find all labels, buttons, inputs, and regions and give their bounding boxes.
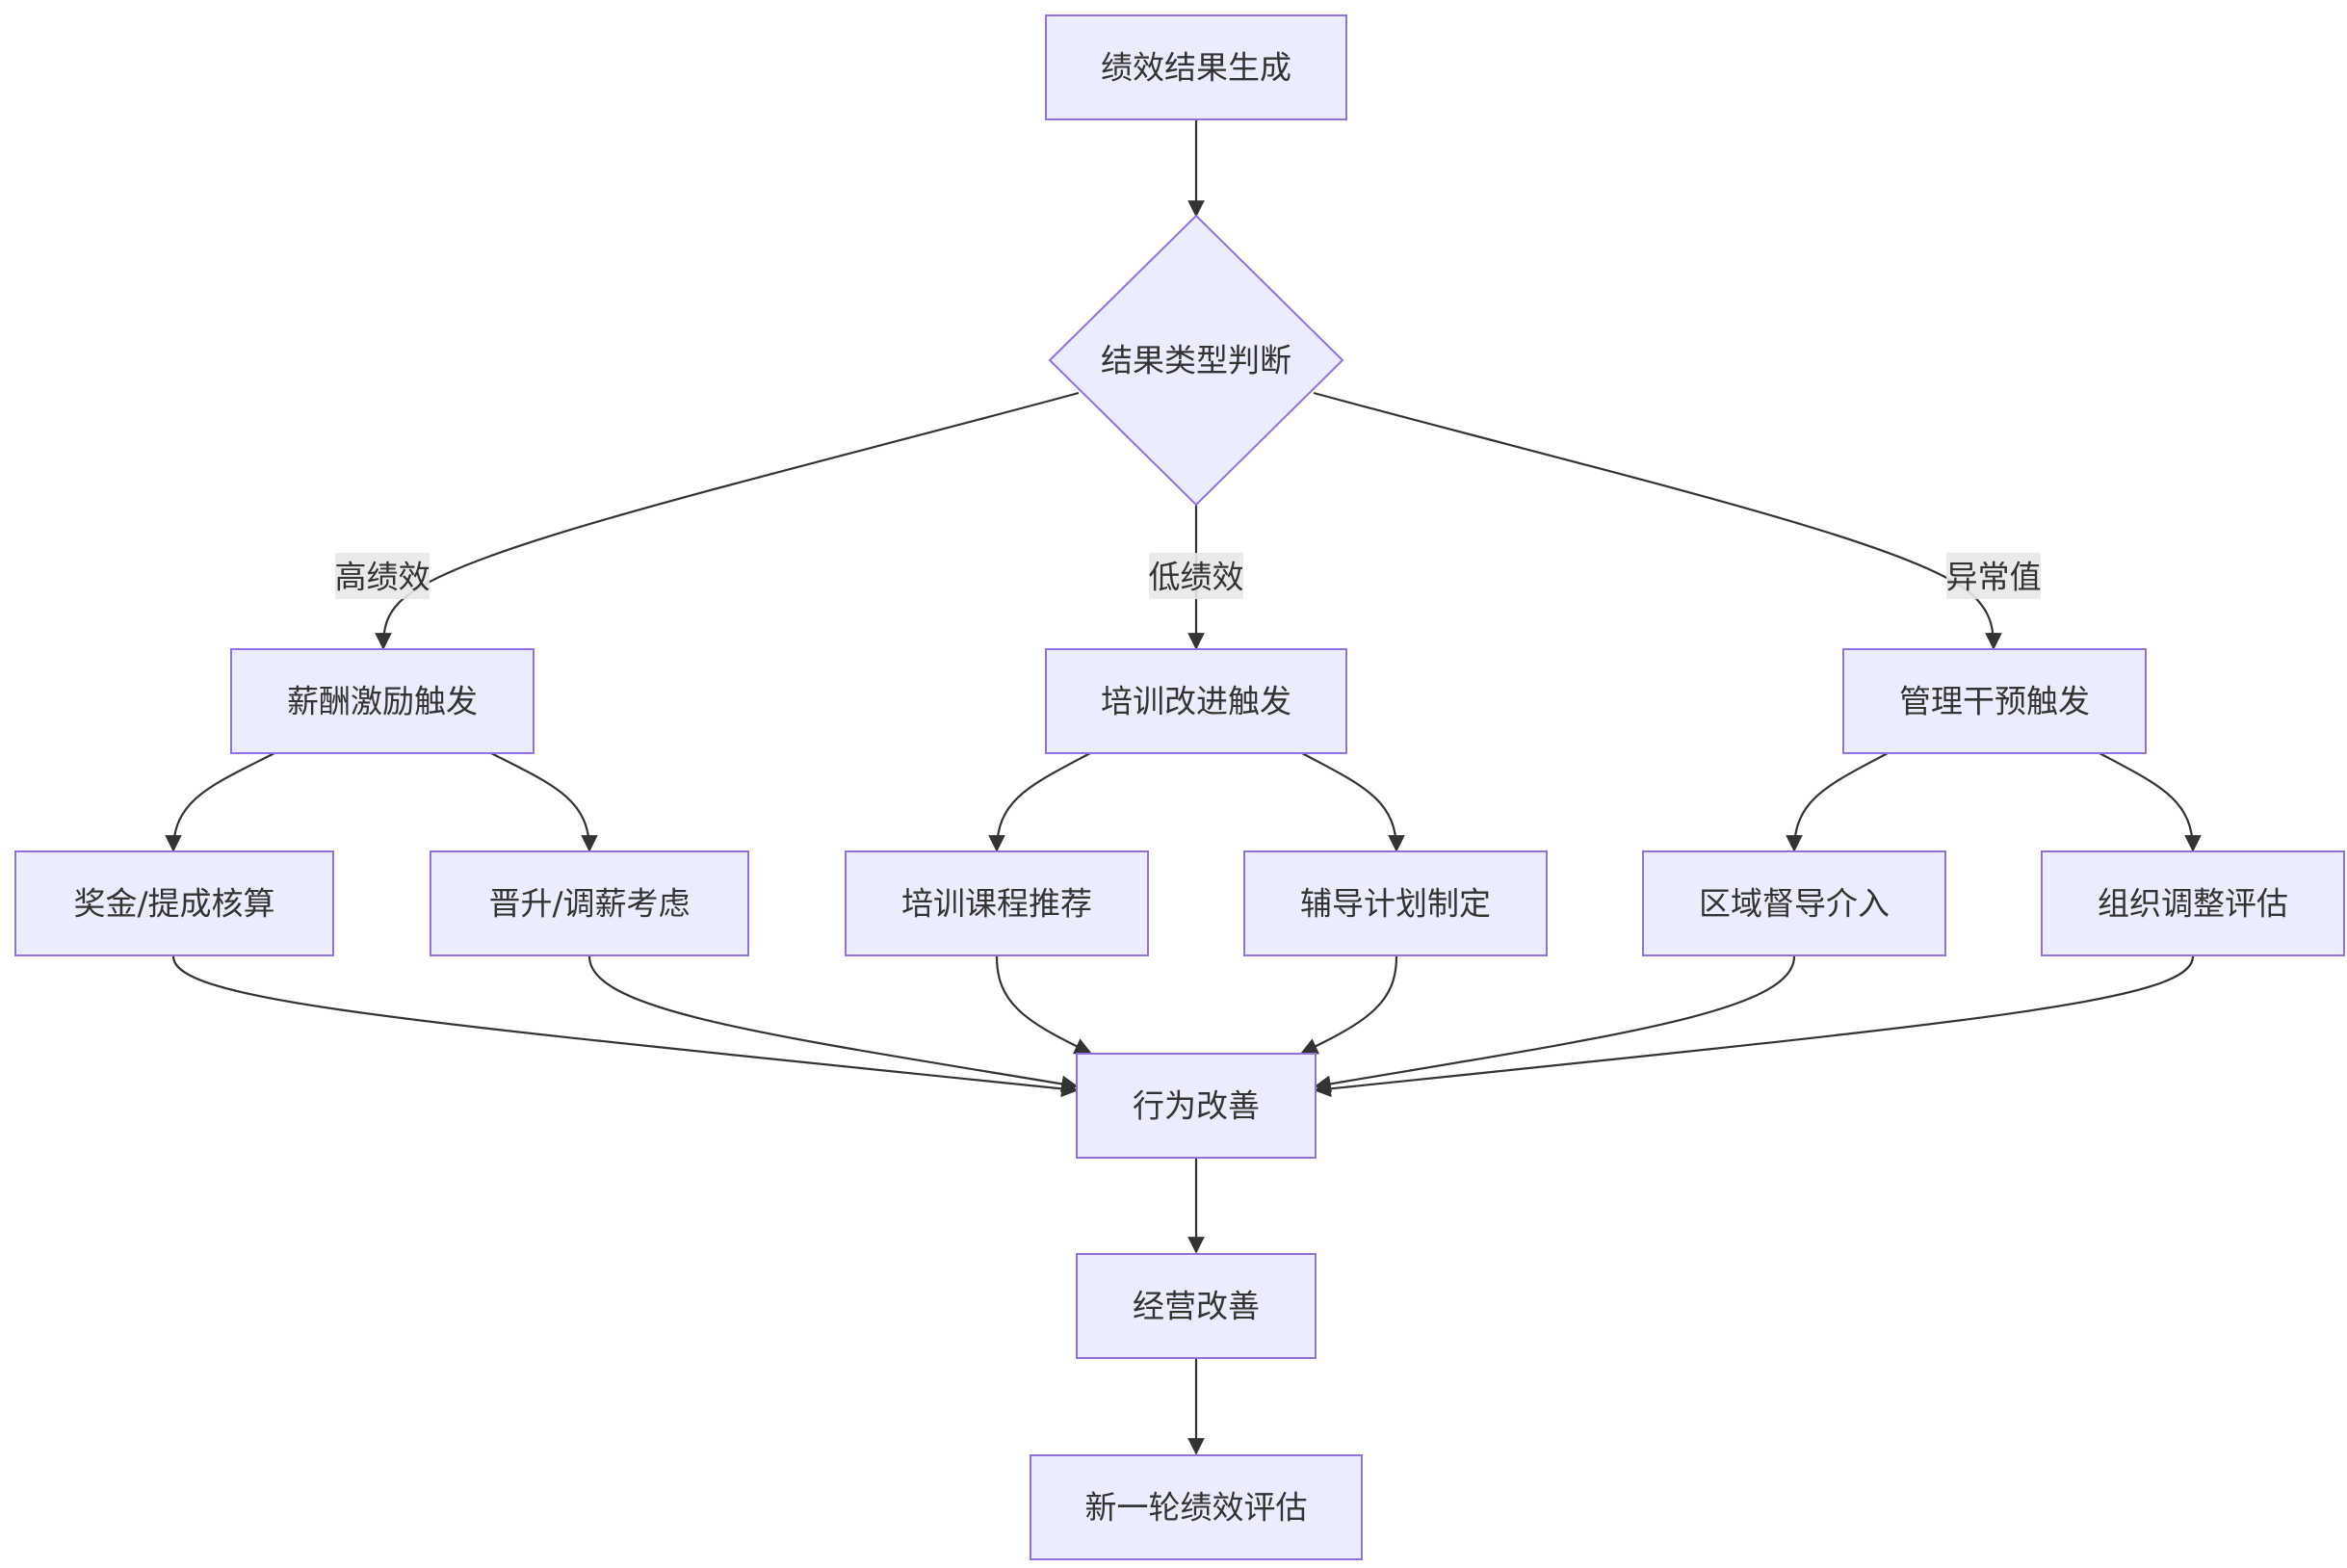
edge-judge-to-mgmt (1313, 391, 2002, 650)
edge-training-to-course (988, 752, 1091, 852)
node-type-judge: 结果类型判断 (1048, 214, 1344, 507)
edge-label-low: 低绩效 (1149, 553, 1244, 599)
edge-coaching-to-behavior (1300, 955, 1398, 1055)
node-training-trigger: 培训改进触发 (1045, 648, 1347, 754)
node-promotion: 晋升/调薪考虑 (430, 850, 749, 956)
edge-bonus-to-behavior (171, 955, 1079, 1098)
edge-salary-to-promotion (490, 752, 598, 852)
edge-supervision-to-behavior (1314, 955, 1796, 1093)
node-behavior-improve-text: 行为改善 (1133, 1087, 1260, 1125)
node-coaching-plan: 辅导计划制定 (1243, 850, 1548, 956)
node-training-trigger-text: 培训改进触发 (1101, 683, 1291, 720)
edge-training-to-coaching (1301, 752, 1405, 852)
edge-mgmt-to-orgadjust (2099, 752, 2202, 852)
edges (165, 119, 2202, 1455)
edge-course-to-behavior (995, 955, 1092, 1055)
node-course-recommend: 培训课程推荐 (845, 850, 1149, 956)
node-type-judge-text: 结果类型判断 (1101, 342, 1291, 379)
edge-label-abnormal: 异常值 (1946, 553, 2042, 599)
node-behavior-improve: 行为改善 (1076, 1053, 1317, 1159)
node-regional-supervision: 区域督导介入 (1642, 850, 1946, 956)
nodes: 绩效结果生成 结果类型判断 薪酬激励触发 培训改进触发 管理干预触发 奖金/提成… (14, 14, 2345, 1560)
node-salary-trigger: 薪酬激励触发 (230, 648, 535, 754)
edge-promotion-to-behavior (587, 955, 1079, 1093)
edge-label-high-text: 高绩效 (335, 559, 430, 596)
edge-labels: 高绩效 低绩效 异常值 (335, 553, 2042, 599)
node-coaching-plan-text: 辅导计划制定 (1300, 885, 1491, 923)
node-business-improve: 经营改善 (1076, 1253, 1317, 1359)
node-mgmt-trigger-text: 管理干预触发 (1899, 683, 2090, 720)
node-org-adjust-text: 组织调整评估 (2098, 885, 2288, 923)
node-new-round-text: 新一轮绩效评估 (1085, 1489, 1308, 1527)
node-new-round: 新一轮绩效评估 (1030, 1454, 1363, 1560)
node-mgmt-trigger: 管理干预触发 (1842, 648, 2147, 754)
node-bonus-calc-text: 奖金/提成核算 (73, 885, 274, 923)
node-business-improve-text: 经营改善 (1133, 1288, 1260, 1325)
edge-judge-to-salary (375, 391, 1080, 650)
node-course-recommend-text: 培训课程推荐 (901, 885, 1092, 923)
edge-label-low-text: 低绩效 (1149, 559, 1244, 596)
edge-orgadjust-to-behavior (1314, 955, 2195, 1098)
node-salary-trigger-text: 薪酬激励触发 (287, 683, 478, 720)
node-regional-supervision-text: 区域督导介入 (1699, 885, 1890, 923)
edge-mgmt-to-supervision (1786, 752, 1889, 852)
edge-label-high: 高绩效 (335, 553, 430, 599)
node-org-adjust: 组织调整评估 (2041, 850, 2345, 956)
node-result-gen-text: 绩效结果生成 (1101, 49, 1291, 87)
node-result-gen: 绩效结果生成 (1045, 14, 1347, 120)
edge-label-abnormal-text: 异常值 (1946, 559, 2042, 596)
node-promotion-text: 晋升/调薪考虑 (488, 885, 690, 923)
edge-salary-to-bonus (165, 752, 275, 852)
node-bonus-calc: 奖金/提成核算 (14, 850, 334, 956)
